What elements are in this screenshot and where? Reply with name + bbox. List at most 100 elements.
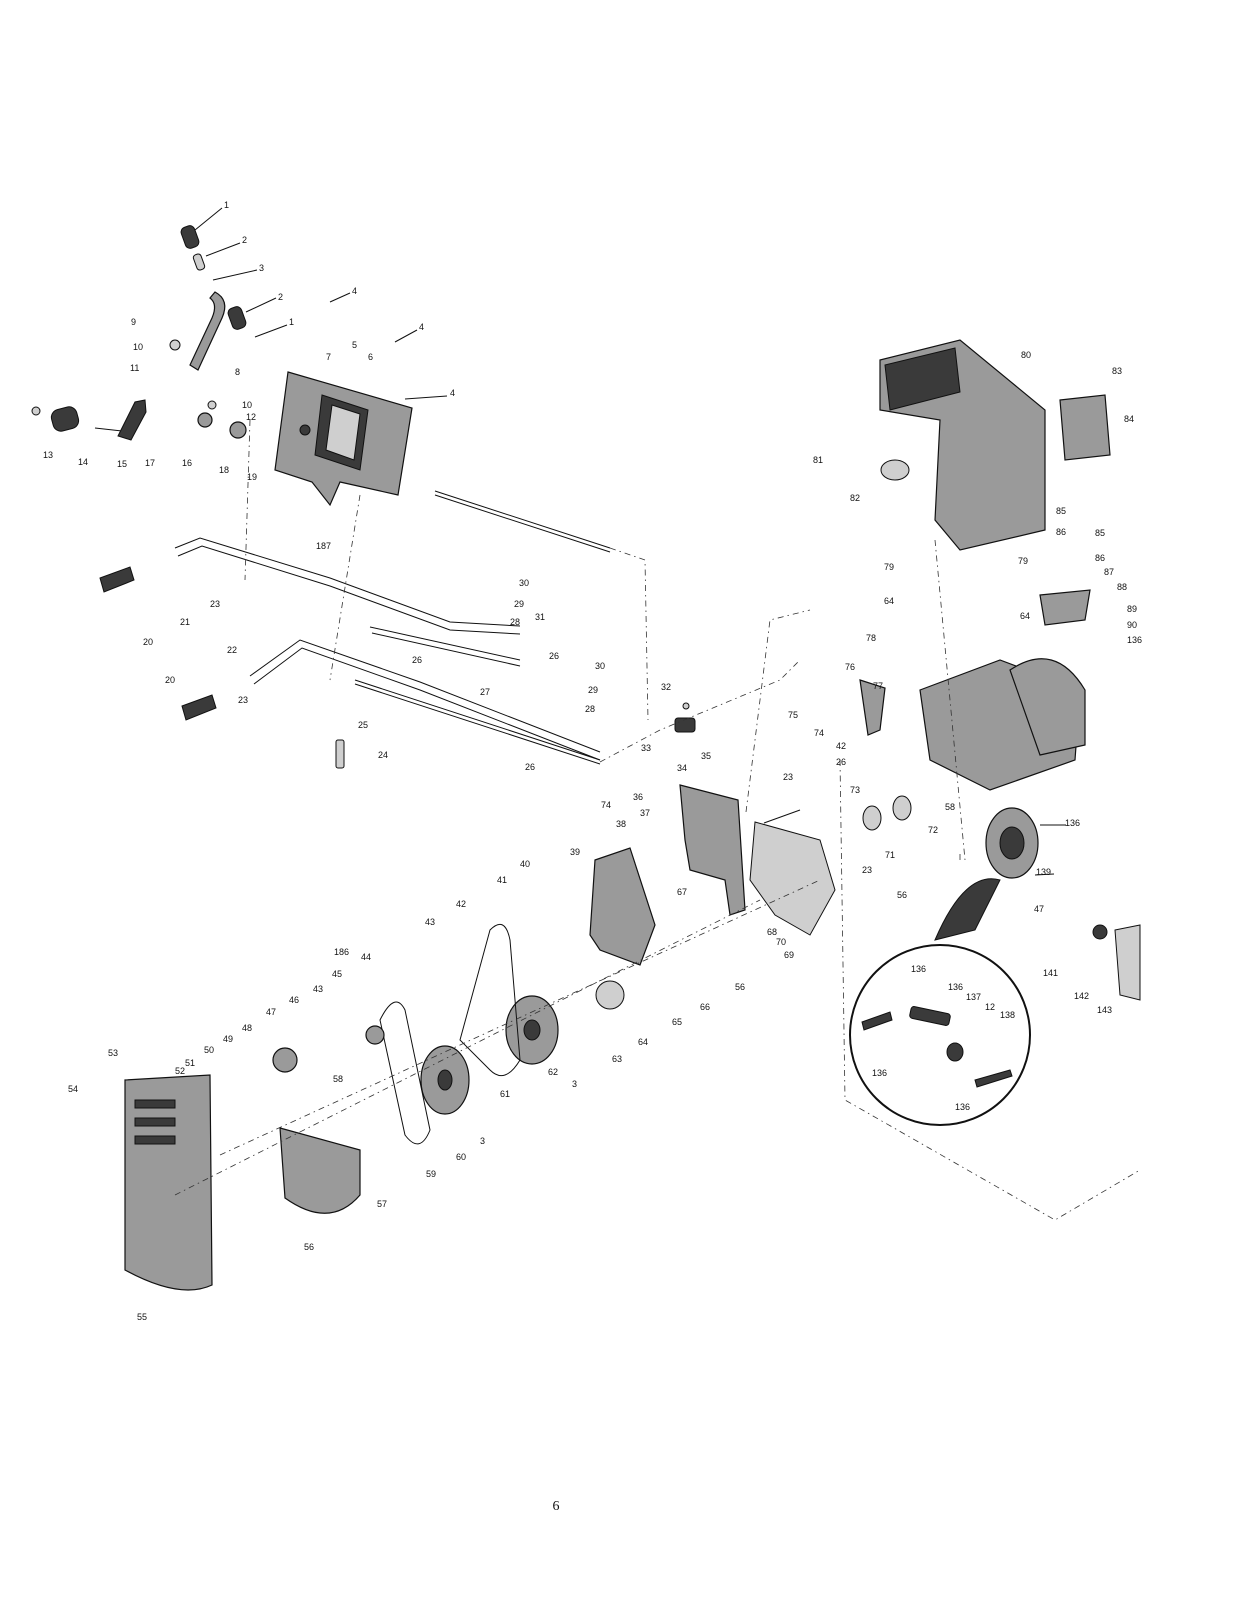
part-callout-32: 32 [661, 682, 671, 692]
part-callout-46: 46 [289, 995, 299, 1005]
part-callout-7: 7 [326, 352, 331, 362]
part-callout-42: 42 [836, 741, 846, 751]
part-callout-60: 60 [456, 1152, 466, 1162]
part-callout-87: 87 [1104, 567, 1114, 577]
part-callout-2: 2 [278, 292, 283, 302]
part-callout-45: 45 [332, 969, 342, 979]
part-callout-47: 47 [1034, 904, 1044, 914]
part-callout-75: 75 [788, 710, 798, 720]
part-callout-1: 1 [224, 200, 229, 210]
part-callout-3: 3 [480, 1136, 485, 1146]
part-callout-28: 28 [585, 704, 595, 714]
part-callout-56: 56 [735, 982, 745, 992]
part-callout-8: 8 [235, 367, 240, 377]
handlebars [99, 490, 611, 769]
part-callout-187: 187 [316, 541, 331, 551]
part-callout-85: 85 [1056, 506, 1066, 516]
part-callout-5: 5 [352, 340, 357, 350]
leader-lines [194, 207, 1066, 876]
part-callout-20: 20 [143, 637, 153, 647]
part-callout-68: 68 [767, 927, 777, 937]
part-callout-66: 66 [700, 1002, 710, 1012]
part-callout-29: 29 [588, 685, 598, 695]
part-callout-26: 26 [525, 762, 535, 772]
part-callout-79: 79 [884, 562, 894, 572]
part-callout-86: 86 [1095, 553, 1105, 563]
part-callout-89: 89 [1127, 604, 1137, 614]
part-callout-31: 31 [535, 612, 545, 622]
part-callout-50: 50 [204, 1045, 214, 1055]
part-callout-137: 137 [966, 992, 981, 1002]
part-callout-69: 69 [784, 950, 794, 960]
part-callout-84: 84 [1124, 414, 1134, 424]
part-callout-35: 35 [701, 751, 711, 761]
part-callout-139: 139 [1036, 867, 1051, 877]
part-callout-47: 47 [266, 1007, 276, 1017]
part-callout-3: 3 [259, 263, 264, 273]
part-callout-72: 72 [928, 825, 938, 835]
part-callout-36: 36 [633, 792, 643, 802]
part-callout-18: 18 [219, 465, 229, 475]
part-callout-138: 138 [1000, 1010, 1015, 1020]
page-number: 6 [553, 1499, 560, 1514]
part-callout-15: 15 [117, 459, 127, 469]
part-callout-12: 12 [985, 1002, 995, 1012]
part-callout-52: 52 [175, 1066, 185, 1076]
part-callout-79: 79 [1018, 556, 1028, 566]
part-callout-20: 20 [165, 675, 175, 685]
part-callout-26: 26 [836, 757, 846, 767]
part-callout-42: 42 [456, 899, 466, 909]
part-callout-82: 82 [850, 493, 860, 503]
part-callout-30: 30 [595, 661, 605, 671]
part-callout-48: 48 [242, 1023, 252, 1033]
part-callout-13: 13 [43, 450, 53, 460]
part-callout-141: 141 [1043, 968, 1058, 978]
part-callout-136: 136 [1127, 635, 1142, 645]
part-callout-3: 3 [572, 1079, 577, 1089]
bearings-and-sprocket [862, 795, 1039, 879]
part-callout-71: 71 [885, 850, 895, 860]
part-callout-136: 136 [911, 964, 926, 974]
part-callout-11: 11 [130, 363, 139, 373]
handle-grip-upper [180, 225, 247, 371]
part-callout-90: 90 [1127, 620, 1137, 630]
part-callout-14: 14 [78, 457, 88, 467]
part-callout-86: 86 [1056, 527, 1066, 537]
part-callout-78: 78 [866, 633, 876, 643]
part-callout-51: 51 [185, 1058, 195, 1068]
chain-detail-inset [849, 878, 1141, 1126]
part-callout-63: 63 [612, 1054, 622, 1064]
part-callout-49: 49 [223, 1034, 233, 1044]
part-callout-33: 33 [641, 743, 651, 753]
part-callout-73: 73 [850, 785, 860, 795]
shift-lever [31, 339, 247, 441]
part-callout-64: 64 [884, 596, 894, 606]
part-callout-136: 136 [955, 1102, 970, 1112]
part-callout-30: 30 [519, 578, 529, 588]
part-callout-9: 9 [131, 317, 136, 327]
part-callout-28: 28 [510, 617, 520, 627]
part-callout-44: 44 [361, 952, 371, 962]
part-shapes [31, 225, 1141, 1291]
part-callout-64: 64 [1020, 611, 1030, 621]
part-callout-65: 65 [672, 1017, 682, 1027]
part-callout-54: 54 [68, 1084, 78, 1094]
part-callout-25: 25 [358, 720, 368, 730]
part-callout-56: 56 [897, 890, 907, 900]
control-panel [274, 371, 413, 507]
shift-connector [674, 702, 696, 733]
part-callout-37: 37 [640, 808, 650, 818]
part-callout-41: 41 [497, 875, 507, 885]
part-callout-88: 88 [1117, 582, 1127, 592]
part-callout-23: 23 [210, 599, 220, 609]
part-callout-143: 143 [1097, 1005, 1112, 1015]
part-callout-57: 57 [377, 1199, 387, 1209]
part-callout-64: 64 [638, 1037, 648, 1047]
part-callout-62: 62 [548, 1067, 558, 1077]
part-callout-136: 136 [872, 1068, 887, 1078]
part-callout-40: 40 [520, 859, 530, 869]
part-callout-24: 24 [378, 750, 388, 760]
part-callout-27: 27 [480, 687, 490, 697]
